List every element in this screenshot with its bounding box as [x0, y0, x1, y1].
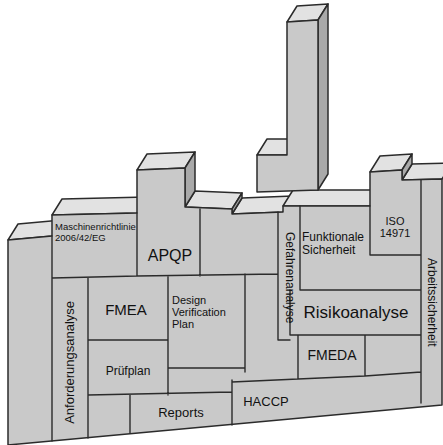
block-label: APQP	[148, 247, 192, 265]
block-label: Reports	[158, 406, 204, 421]
block-label: Arbeitssicherheit	[424, 258, 437, 347]
block-label: Funktionale Sicherheit	[302, 231, 368, 258]
front-face	[257, 20, 318, 192]
wall-block: APQP	[142, 244, 198, 268]
block-label: Maschinenrichtlinie 2006/42/EG	[55, 222, 137, 243]
front-face	[8, 168, 442, 445]
wall-block: Reports	[138, 402, 224, 424]
block-label: ISO 14971	[369, 215, 421, 240]
wall-block: Maschinenrichtlinie 2006/42/EG	[55, 217, 137, 249]
wall-block: FMEDA	[300, 344, 364, 368]
wall	[8, 152, 443, 445]
block-label: Design Verification Plan	[172, 294, 244, 331]
block-label: Gefahrenanalyse	[282, 232, 295, 323]
wall-block: ISO 14971	[369, 216, 421, 238]
wall-block: Gefahrenanalyse	[279, 220, 299, 335]
side-face	[232, 193, 242, 214]
block-label: FMEA	[105, 302, 147, 319]
side-face	[185, 152, 195, 207]
wall-block: Prüfplan	[92, 360, 164, 384]
wall-block: Anforderungsanalyse	[54, 290, 86, 435]
wall-block: Design Verification Plan	[172, 282, 244, 342]
wall-block: Arbeitssicherheit	[422, 225, 440, 380]
side-face	[318, 4, 328, 190]
top-face	[283, 190, 380, 206]
block-label: Prüfplan	[106, 365, 151, 378]
block-label: HACCP	[243, 395, 289, 410]
block-label: FMEDA	[308, 348, 357, 364]
block-seams	[52, 180, 421, 441]
wall-block: Funktionale Sicherheit	[302, 222, 368, 266]
loose-puzzle-piece	[257, 4, 328, 192]
block-label: Anforderungsanalyse	[63, 301, 78, 424]
wall-block: FMEA	[96, 298, 156, 322]
side-face	[402, 154, 412, 180]
top-face	[52, 197, 147, 215]
wall-block: HACCP	[234, 390, 298, 414]
wall-block: Risikoanalyse	[293, 299, 419, 327]
block-label: Risikoanalyse	[304, 303, 409, 322]
